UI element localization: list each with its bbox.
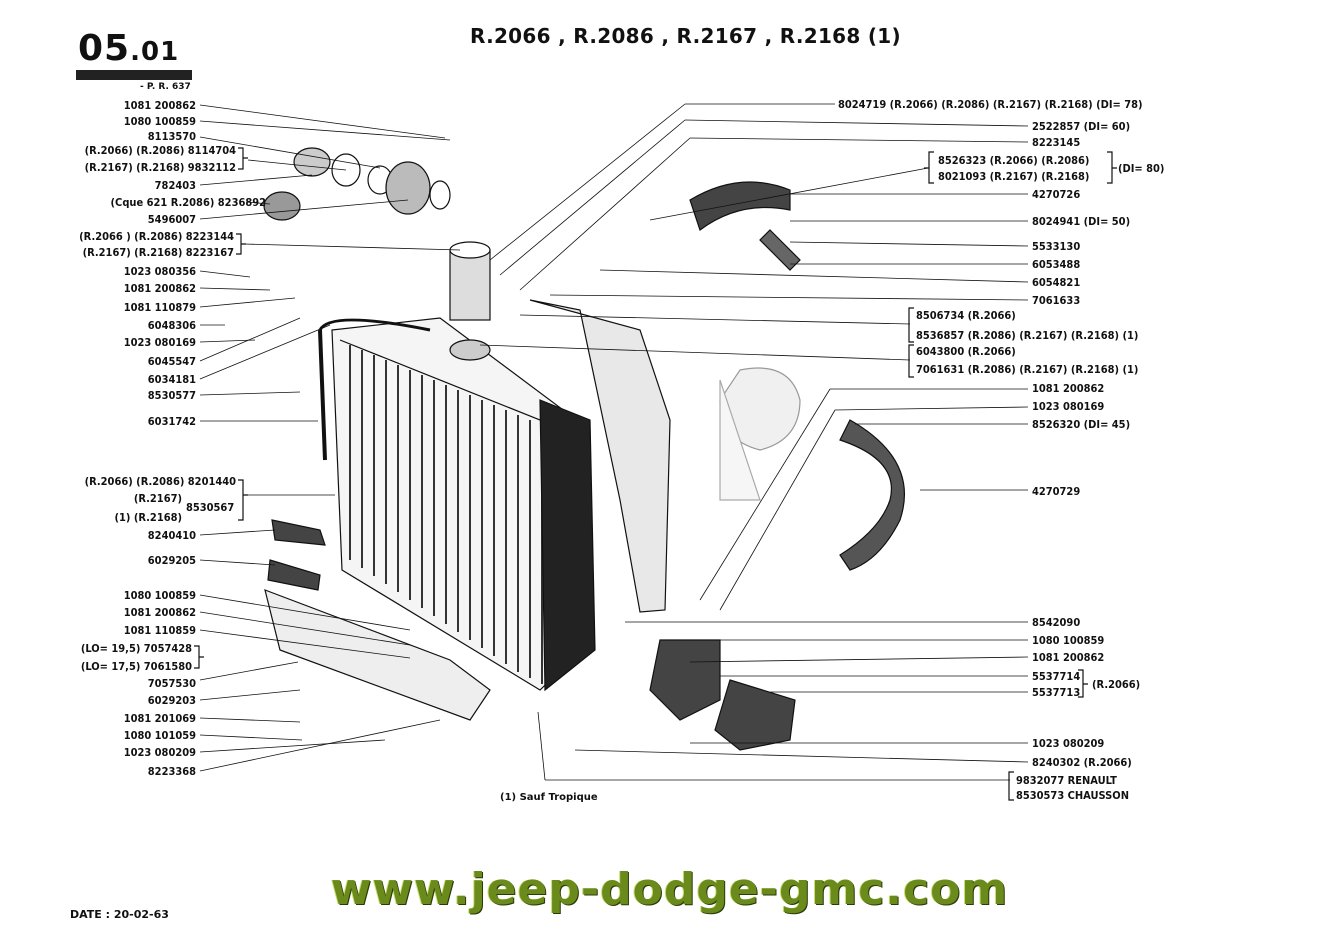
part-label: 6029203 bbox=[147, 694, 196, 707]
part-label: 8240302 (R.2066) bbox=[1032, 756, 1132, 769]
part-label: 1081 200862 bbox=[123, 282, 196, 295]
part-label: 8530577 bbox=[147, 389, 196, 402]
part-label: 4270729 bbox=[1032, 485, 1081, 498]
part-label: (R.2167) bbox=[133, 492, 182, 505]
part-label: (LO= 17,5) 7061580 bbox=[80, 660, 192, 673]
part-label: 782403 bbox=[154, 179, 196, 192]
part-label: 1081 110879 bbox=[123, 301, 196, 314]
part-label: 1081 200862 bbox=[123, 99, 196, 112]
part-label: 8240410 bbox=[147, 529, 196, 542]
part-label: 7057530 bbox=[147, 677, 196, 690]
part-label: 1080 100859 bbox=[1032, 634, 1105, 647]
part-label: 7061631 (R.2086) (R.2167) (R.2168) (1) bbox=[916, 363, 1139, 376]
part-label: 1023 080209 bbox=[1032, 737, 1105, 750]
part-label: 1081 200862 bbox=[1032, 382, 1105, 395]
part-label: (R.2066 ) (R.2086) 8223144 bbox=[79, 230, 234, 243]
part-label: (R.2066) (R.2086) 8201440 bbox=[84, 475, 236, 488]
part-label: 5496007 bbox=[147, 213, 196, 226]
part-label: (R.2167) (R.2168) 9832112 bbox=[84, 161, 236, 174]
part-label: 8542090 bbox=[1032, 616, 1081, 629]
part-label: 5537713 bbox=[1032, 686, 1081, 699]
page-title: R.2066 , R.2086 , R.2167 , R.2168 (1) bbox=[470, 24, 901, 48]
part-label: 6034181 bbox=[147, 373, 196, 386]
part-label: 7061633 bbox=[1032, 294, 1081, 307]
part-label: 1080 100859 bbox=[123, 589, 196, 602]
part-label: (Cque 621 R.2086) 8236892 bbox=[110, 196, 266, 209]
part-label: 4270726 bbox=[1032, 188, 1081, 201]
part-label: (R.2066) bbox=[1092, 678, 1141, 691]
part-label: 8526320 (DI= 45) bbox=[1032, 418, 1131, 431]
part-label: 8536857 (R.2086) (R.2167) (R.2168) (1) bbox=[916, 329, 1139, 342]
part-label: 1081 201069 bbox=[123, 712, 196, 725]
part-label: 1023 080209 bbox=[123, 746, 196, 759]
part-label: 8526323 (R.2066) (R.2086) bbox=[938, 154, 1090, 167]
part-label: 1081 200862 bbox=[123, 606, 196, 619]
part-label: 2522857 (DI= 60) bbox=[1032, 120, 1131, 133]
part-label: (DI= 80) bbox=[1118, 162, 1165, 175]
part-label: (R.2066) (R.2086) 8114704 bbox=[84, 144, 236, 157]
part-label: 1023 080169 bbox=[1032, 400, 1105, 413]
section-bar bbox=[76, 70, 192, 80]
watermark: www.jeep-dodge-gmc.com bbox=[330, 864, 1009, 915]
part-label: 6053488 bbox=[1032, 258, 1081, 271]
part-label: 6048306 bbox=[147, 319, 196, 332]
part-label: 8506734 (R.2066) bbox=[916, 309, 1016, 322]
part-label: 1023 080169 bbox=[123, 336, 196, 349]
part-label: 8223145 bbox=[1032, 136, 1081, 149]
part-label: 1023 080356 bbox=[123, 265, 196, 278]
part-label: 1081 110859 bbox=[123, 624, 196, 637]
section-number: 05.01 bbox=[78, 28, 180, 69]
part-label: 8021093 (R.2167) (R.2168) bbox=[938, 170, 1090, 183]
part-label: 6043800 (R.2066) bbox=[916, 345, 1016, 358]
part-label: 8530567 bbox=[186, 501, 235, 514]
part-label: 1080 101059 bbox=[123, 729, 196, 742]
part-label: 5533130 bbox=[1032, 240, 1081, 253]
part-label: (1) (R.2168) bbox=[114, 511, 182, 524]
part-label: 1081 200862 bbox=[1032, 651, 1105, 664]
part-label: 8024719 (R.2066) (R.2086) (R.2167) (R.21… bbox=[838, 98, 1143, 111]
part-label: 9832077 RENAULT bbox=[1016, 774, 1117, 787]
footnote: (1) Sauf Tropique bbox=[500, 792, 598, 803]
part-label: 6054821 bbox=[1032, 276, 1081, 289]
part-label: 6029205 bbox=[147, 554, 196, 567]
part-label: 5537714 bbox=[1032, 670, 1081, 683]
part-label: (LO= 19,5) 7057428 bbox=[80, 642, 192, 655]
part-label: 8223368 bbox=[147, 765, 196, 778]
part-label: 8024941 (DI= 50) bbox=[1032, 215, 1131, 228]
part-label: 6031742 bbox=[147, 415, 196, 428]
part-label: 6045547 bbox=[147, 355, 196, 368]
date-label: DATE : 20-02-63 bbox=[70, 908, 169, 921]
part-label: (R.2167) (R.2168) 8223167 bbox=[82, 246, 234, 259]
pr-reference: - P. R. 637 bbox=[140, 82, 191, 92]
part-label: 8530573 CHAUSSON bbox=[1016, 789, 1129, 802]
part-label: 8113570 bbox=[147, 130, 196, 143]
part-label: 1080 100859 bbox=[123, 115, 196, 128]
